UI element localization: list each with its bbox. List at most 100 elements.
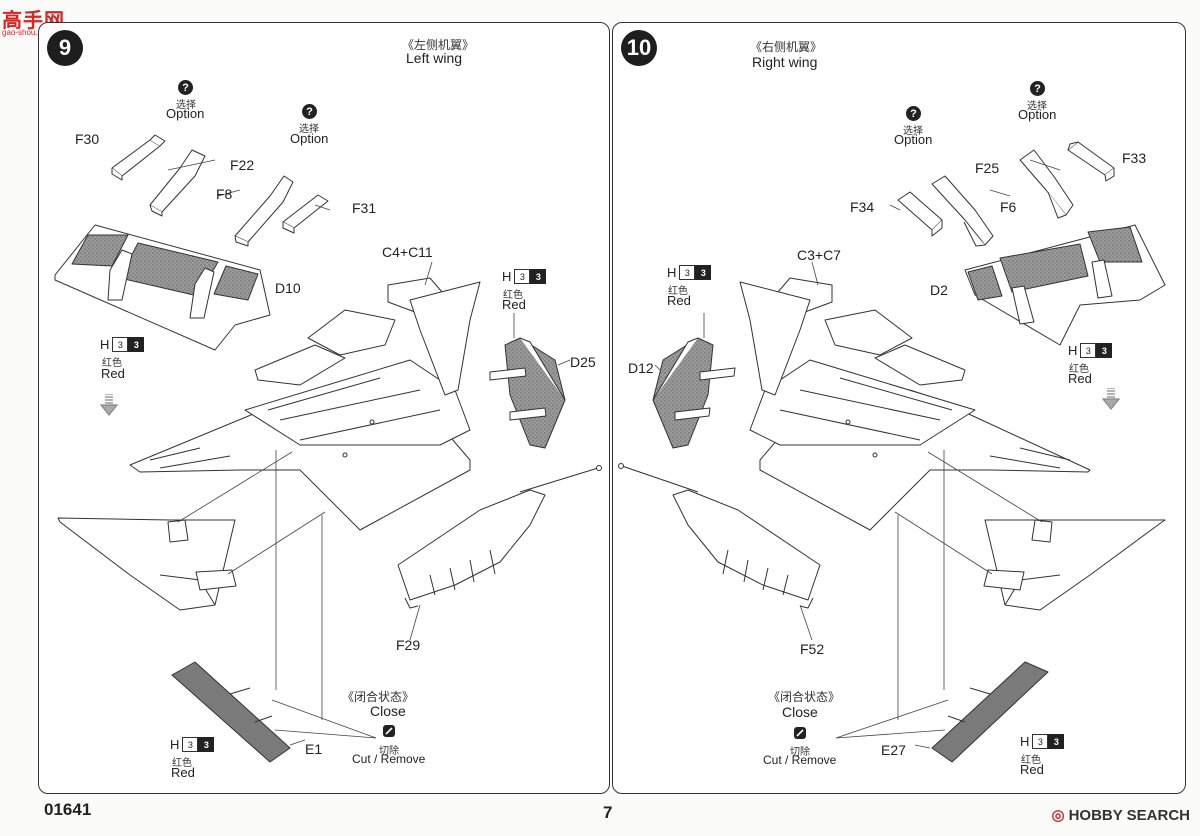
close-state-en: Close [782,704,818,720]
part-f6-shape [931,175,994,247]
option-label-cn: 选择 [1027,101,1047,112]
option-label-en: Option [166,106,205,121]
paint-name-en: Red [502,297,526,312]
step-number-9: 9 [47,30,83,66]
watermark-logo: 高手网 gao-shou.com [2,4,65,37]
paint-code-box: 3 [182,737,199,752]
part-f31-shape [282,194,329,234]
part-label-c3c7: C3+C7 [797,247,841,263]
part-label-d25: D25 [570,354,596,370]
paint-callout: H 3 3 [170,737,215,752]
part-label-f25: F25 [975,160,1000,176]
part-label-e27: E27 [881,742,906,758]
paint-letter: H [100,337,110,352]
part-f8-shape [234,175,294,247]
cut-icon [794,727,806,739]
option-label-en: Option [1018,107,1057,122]
part-d10-shape [54,224,271,351]
part-label-f52: F52 [800,641,825,657]
part-f25-shape [1019,149,1074,219]
cut-icon [383,725,395,737]
part-e27-shape [931,661,1049,763]
paint-callout: H 3 3 [667,265,712,280]
part-d2-shape [964,224,1166,346]
left-title-en: Left wing [406,50,463,66]
option-question-icon: ? [1030,81,1045,96]
down-arrow-icon [100,394,118,416]
part-label-e1: E1 [305,741,323,757]
right-slat-shape [983,519,1166,611]
part-e1-shape [171,661,291,763]
paint-name-en: Red [101,366,125,381]
close-state-en: Close [370,703,406,719]
right-wing-body [739,277,1091,531]
paint-callout: H 3 3 [1020,734,1065,749]
paint-name-en: Red [1020,762,1044,777]
page-number: 7 [603,803,613,822]
paint-code-box-dark: 3 [198,737,215,752]
part-label-f6: F6 [1000,199,1017,215]
hobby-search-text: HOBBY SEARCH [1068,806,1190,824]
option-label-cn: 选择 [903,126,923,137]
part-f33-shape [1067,141,1115,182]
left-slat-shape [57,517,237,611]
kit-number: 01641 [44,800,92,819]
option-label-cn: 选择 [299,124,319,135]
paint-letter: H [1068,343,1078,358]
part-f30-shape [111,134,166,181]
cut-label-cn: 切除 [790,747,810,758]
option-label-en: Option [290,131,329,146]
paint-code-box-dark: 3 [530,269,547,284]
paint-callout: H 3 3 [100,337,145,352]
paint-letter: H [667,265,677,280]
left-wing-body [129,277,481,531]
paint-name-cn: 红色 [102,358,122,369]
paint-name-cn: 红色 [1069,364,1089,375]
part-d25-shape [489,337,566,449]
part-label-f22: F22 [230,157,255,173]
close-state-cn: 《闭合状态》 [768,690,841,704]
cut-label-en: Cut / Remove [352,752,426,766]
hobby-search-logo: ◎ HOBBY SEARCH [1051,806,1191,825]
paint-name-en: Red [1068,371,1092,386]
part-label-d10: D10 [275,280,301,296]
part-label-f29: F29 [396,637,421,653]
option-question-icon: ? [302,104,317,119]
option-question-icon: ? [178,80,193,95]
left-title-cn: 《左侧机翼》 [402,38,475,52]
close-state-cn: 《闭合状态》 [342,690,415,704]
paint-code-box: 3 [1080,343,1097,358]
cut-label-cn: 切除 [379,746,399,757]
paint-code-box-dark: 3 [1096,343,1113,358]
paint-callout: H 3 3 [502,269,547,284]
part-label-f34: F34 [850,199,875,215]
paint-code-box: 3 [514,269,531,284]
part-label-f30: F30 [75,131,100,147]
part-f52-shape [618,463,821,609]
part-d12-shape [652,337,736,449]
option-question-icon: ? [906,106,921,121]
down-arrow-icon [1102,388,1120,410]
paint-callout: H 3 3 [1068,343,1113,358]
right-title-cn: 《右侧机翼》 [750,40,823,54]
part-label-f33: F33 [1122,150,1147,166]
paint-code-box-dark: 3 [128,337,145,352]
hobby-search-mark-icon: ◎ [1051,807,1065,824]
paint-code-box: 3 [1032,734,1049,749]
paint-code-box-dark: 3 [695,265,712,280]
part-label-d12: D12 [628,360,654,376]
part-f22-shape [149,149,206,217]
paint-name-en: Red [667,293,691,308]
paint-letter: H [170,737,180,752]
step-number-10: 10 [621,30,657,66]
part-f29-shape [397,465,602,609]
watermark-url: gao-shou.com [2,28,53,37]
paint-code-box: 3 [679,265,696,280]
paint-letter: H [502,269,512,284]
paint-name-cn: 红色 [172,758,192,769]
paint-code-box-dark: 3 [1048,734,1065,749]
paint-code-box: 3 [112,337,129,352]
paint-name-cn: 红色 [668,286,688,297]
